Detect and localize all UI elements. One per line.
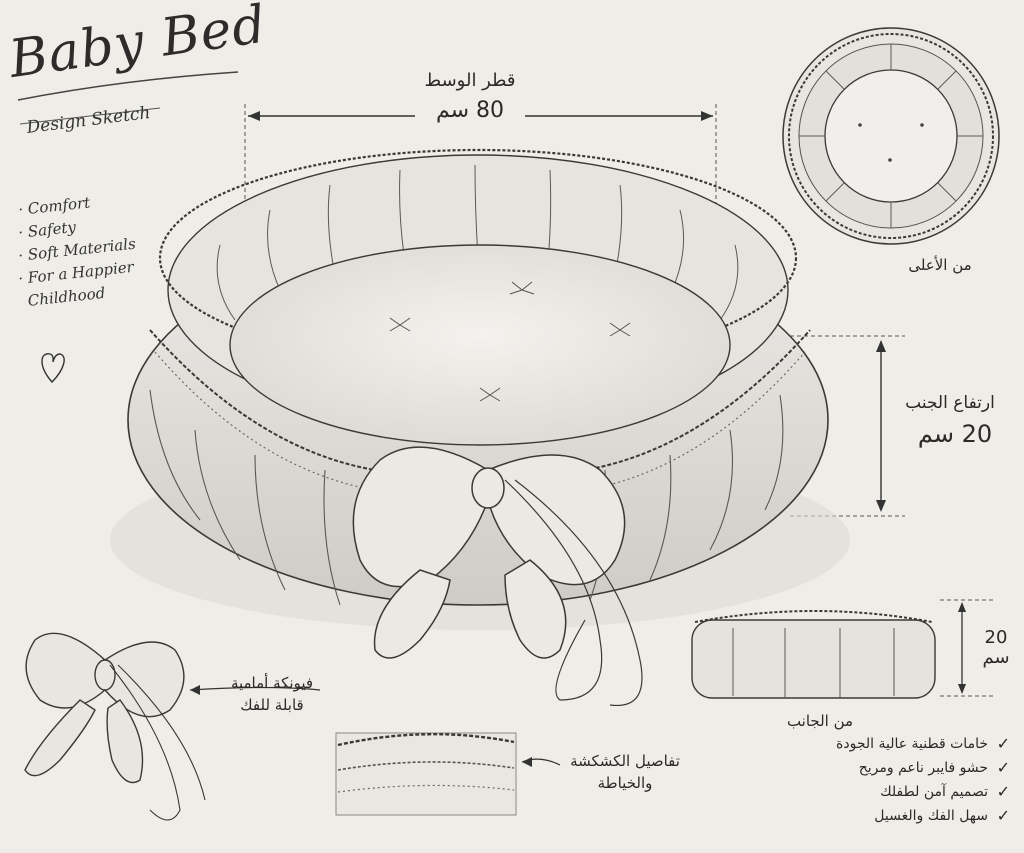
feature-list: · Comfort · Safety · Soft Materials · Fo…: [17, 190, 188, 309]
checklist-item: ✓خامات قطنية عالية الجودة: [800, 732, 1010, 756]
height-label: ارتفاع الجنب: [905, 393, 995, 413]
side-view-label: من الجانب: [786, 712, 854, 730]
check-icon: ✓: [996, 734, 1010, 753]
ruffle-callout: تفاصيل الكشكشة والخياطة: [570, 752, 680, 792]
checklist-item: ✓حشو فايبر ناعم ومريح: [800, 756, 1010, 780]
bow-callout: فيونكة أمامية قابلة للفك: [230, 674, 314, 714]
top-view-label: من الأعلى: [908, 256, 972, 274]
checklist-item: ✓سهل الفك والغسيل: [800, 804, 1010, 828]
feature-checklist: ✓خامات قطنية عالية الجودة ✓حشو فايبر ناع…: [800, 732, 1010, 828]
check-icon: ✓: [996, 758, 1010, 777]
heart-icon: [41, 353, 65, 384]
diameter-value: 80 سم: [415, 98, 525, 123]
side-height-value: 20 سم: [982, 627, 1010, 668]
check-icon: ✓: [996, 782, 1010, 801]
diameter-label: قطر الوسط: [424, 70, 516, 91]
checklist-item: ✓تصميم آمن لطفلك: [800, 780, 1010, 804]
height-value: 20 سم: [917, 420, 993, 448]
check-icon: ✓: [996, 806, 1010, 825]
